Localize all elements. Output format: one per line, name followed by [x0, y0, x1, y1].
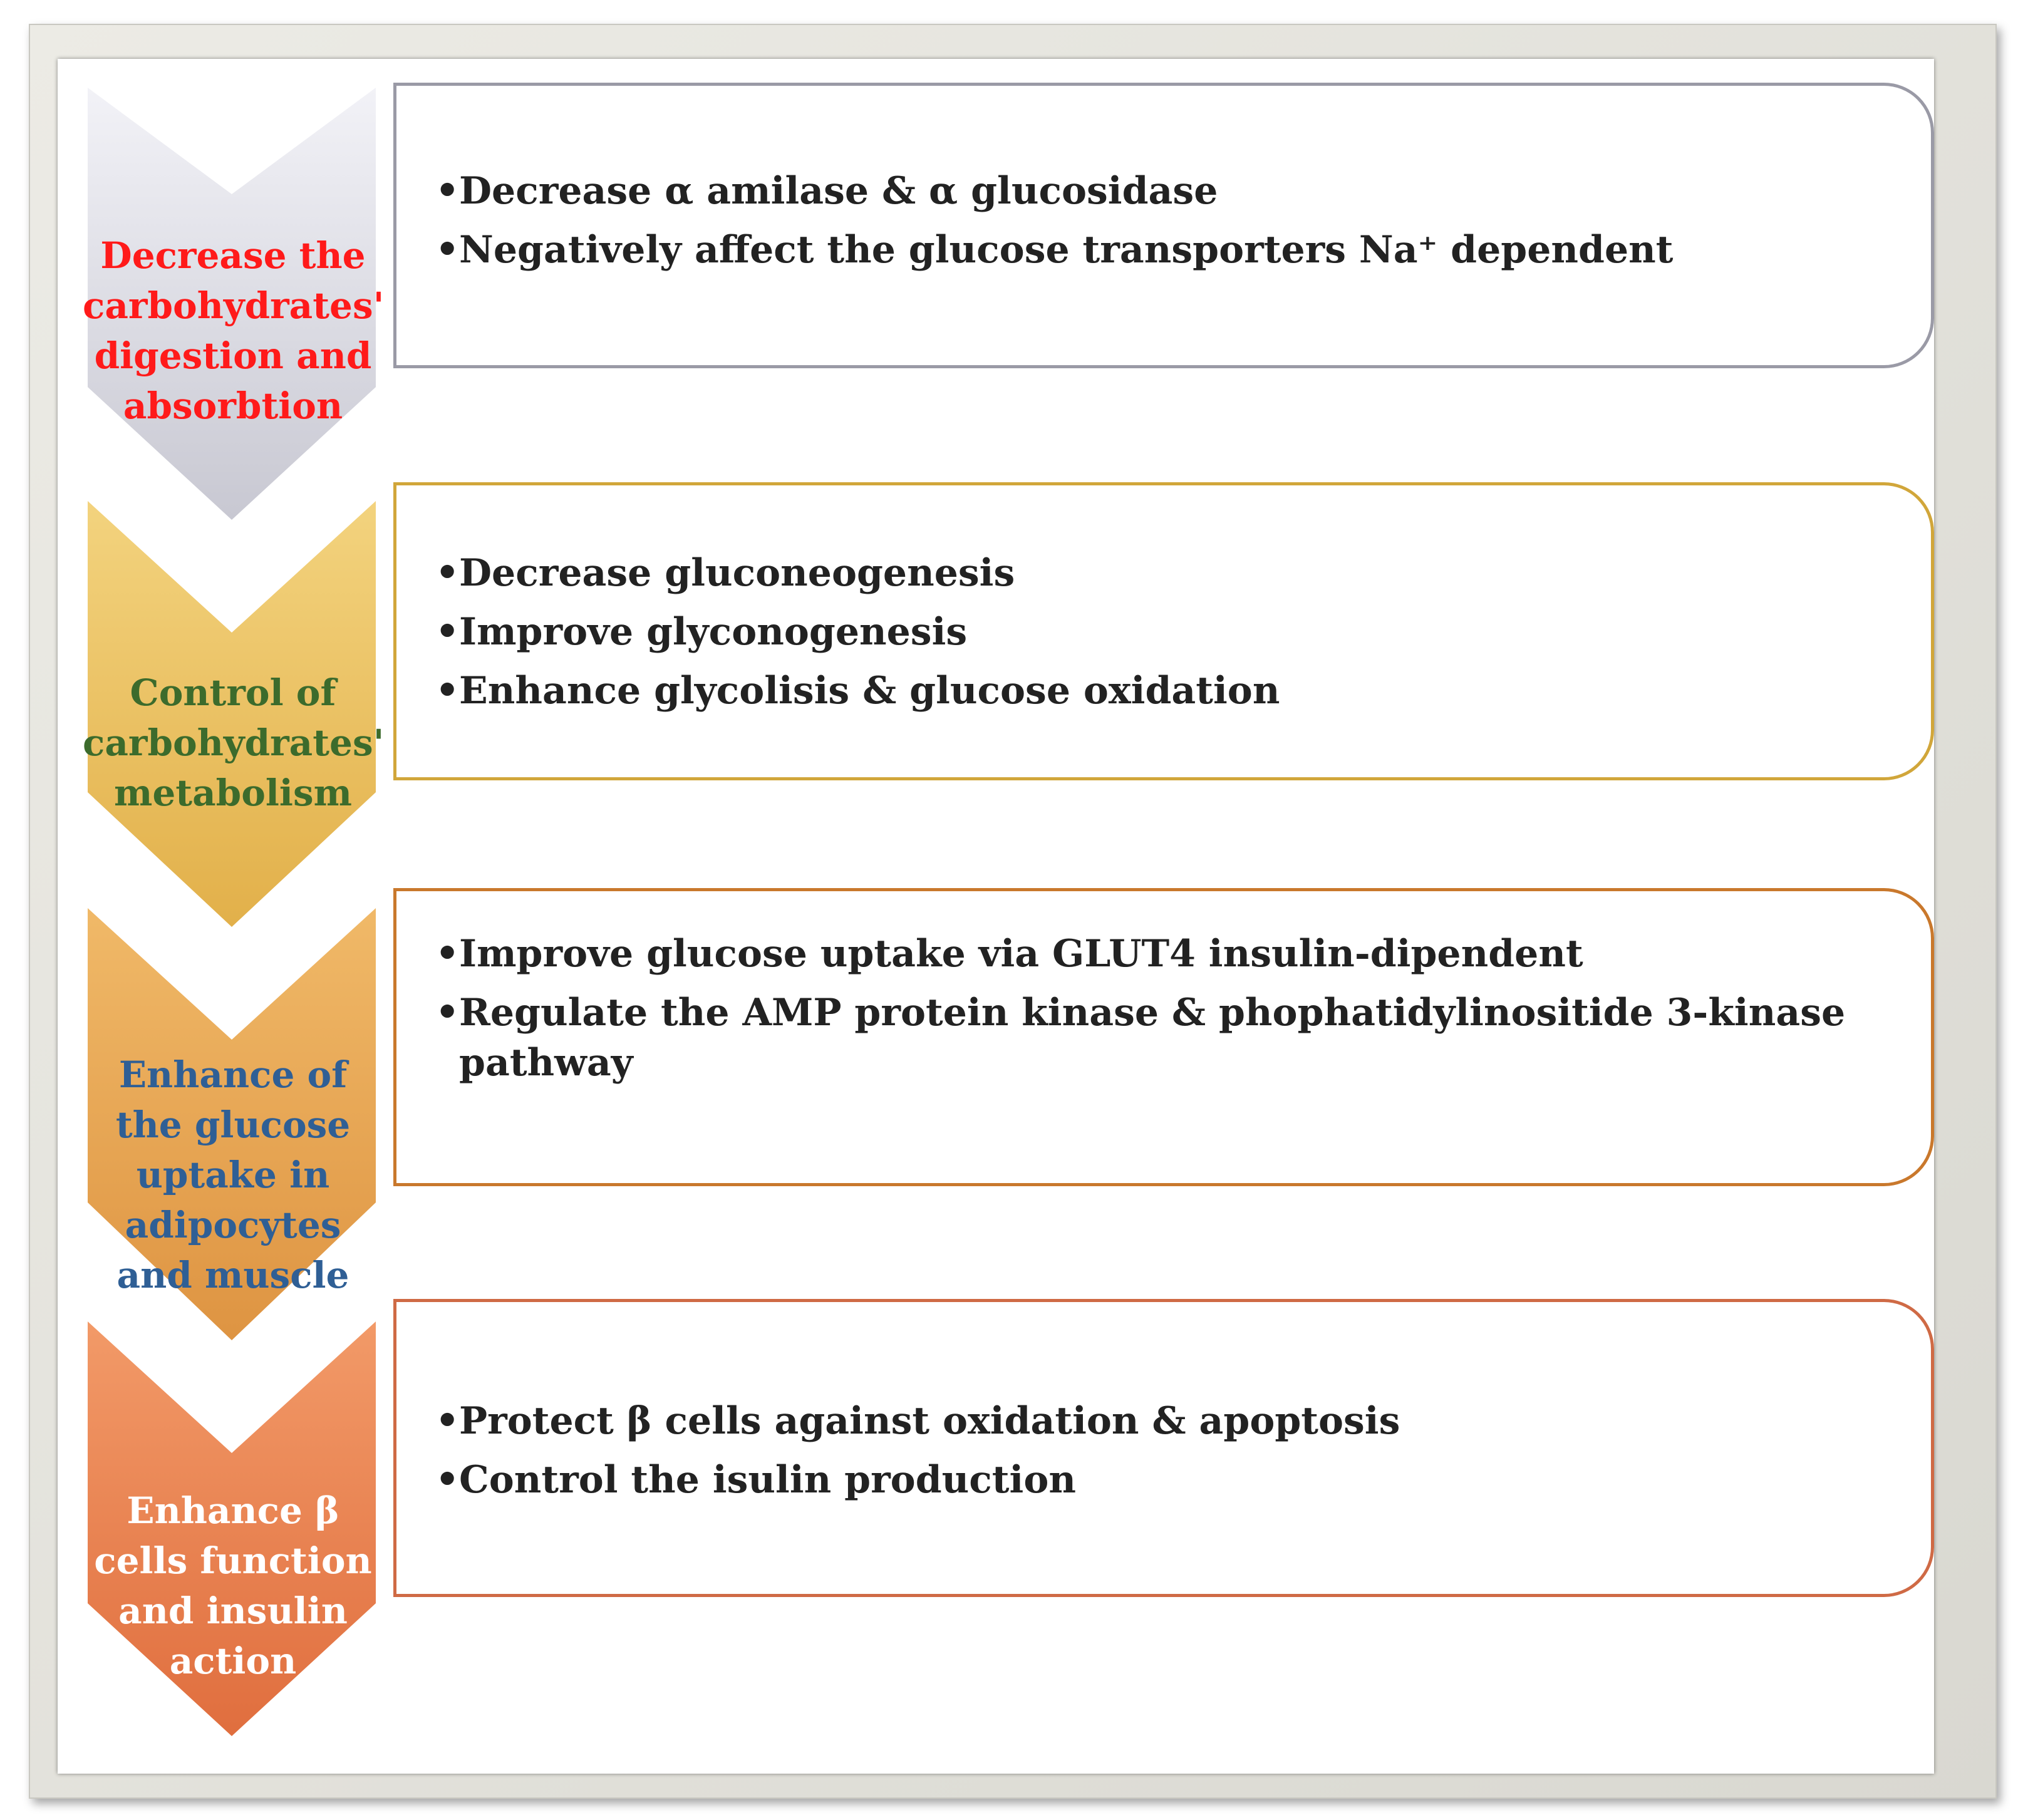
step-2-box: Decrease gluconeogenesis Improve glycono… [393, 482, 1934, 780]
step-3-bullet-1: Improve glucose uptake via GLUT4 insulin… [428, 929, 1881, 979]
chevron-3 [88, 908, 376, 1340]
step-2-bullet-3: Enhance glycolisis & glucose oxidation [428, 666, 1906, 716]
step-1-bullet-2: Negatively affect the glucose transporte… [428, 225, 1906, 275]
step-4-bullet-2: Control the isulin production [428, 1455, 1906, 1505]
chevron-1 [88, 88, 376, 520]
step-2-bullet-1: Decrease gluconeogenesis [428, 548, 1906, 598]
step-3-label: Enhance of the glucose uptake in adipocy… [115, 1053, 351, 1296]
chevron-2 [88, 501, 376, 927]
step-4-bullet-1: Protect β cells against oxidation & apop… [428, 1396, 1906, 1446]
step-4-box: Protect β cells against oxidation & apop… [393, 1299, 1934, 1597]
step-1-box: Decrease α amilase & α glucosidase Negat… [393, 83, 1934, 368]
step-1-bullet-1: Decrease α amilase & α glucosidase [428, 166, 1906, 216]
step-2-bullet-2: Improve glyconogenesis [428, 607, 1906, 657]
step-1-label: Decrease the carbohydrates' digestion an… [83, 234, 385, 427]
step-3-bullet-2: Regulate the AMP protein kinase & phopha… [428, 988, 1881, 1088]
step-3-box: Improve glucose uptake via GLUT4 insulin… [393, 888, 1934, 1186]
step-2-label: Control of carbohydrates' metabolism [83, 671, 385, 814]
step-4-label: Enhance β cells function and insulin act… [94, 1489, 372, 1682]
chevron-4 [88, 1321, 376, 1736]
